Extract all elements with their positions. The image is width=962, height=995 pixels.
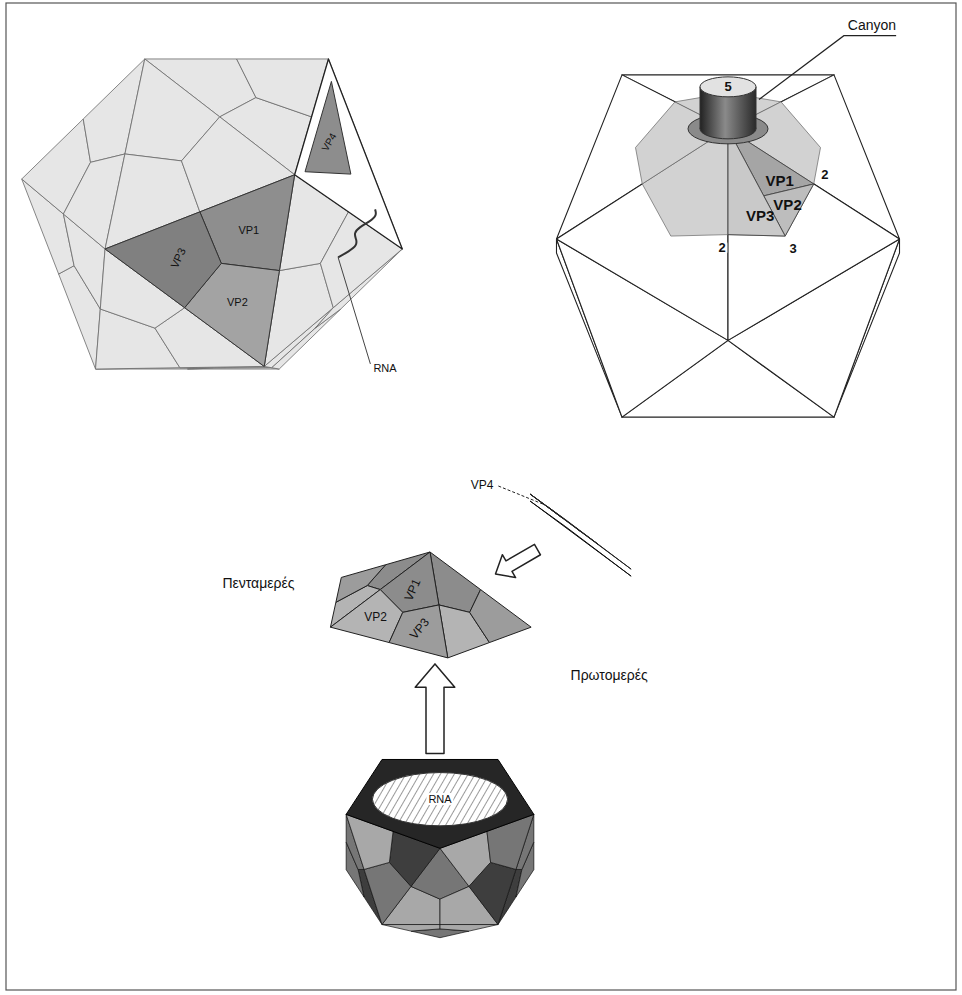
protein-label: VP4 <box>469 479 496 492</box>
vp3-region <box>105 212 221 308</box>
vp3-region <box>389 605 448 658</box>
canyon-label: Canyon <box>848 18 896 33</box>
protein-label: VP2 <box>227 296 248 308</box>
opened-capsid <box>346 759 534 937</box>
cutaway-face <box>295 59 403 249</box>
capsid-panel <box>469 862 516 924</box>
protein-label: VP2 <box>773 197 801 214</box>
cylinder-edge <box>700 87 701 129</box>
rna-label: RNA <box>426 793 453 805</box>
rna-core <box>372 773 507 826</box>
virion-model <box>22 59 403 369</box>
assembly-arrow <box>415 664 455 754</box>
pentamer-label: Πενταμερές <box>222 576 294 591</box>
pentamer-model <box>330 494 631 658</box>
symmetry-axis-number: 2 <box>716 240 727 254</box>
cylinder-top <box>700 77 756 97</box>
leader-line <box>338 257 370 364</box>
vp4-region <box>305 81 351 174</box>
rna-label: RNA <box>373 362 396 374</box>
protein-label: VP1 <box>238 224 259 236</box>
rna-core <box>372 773 507 826</box>
capsid-panel <box>382 925 440 932</box>
symmetry-axis-number: 5 <box>724 80 731 94</box>
protein-label: VP3 <box>168 246 188 270</box>
leader-line <box>498 486 544 505</box>
vp4-region <box>530 494 562 518</box>
protein-label: VP4 <box>320 131 339 153</box>
figure-frame <box>6 3 956 990</box>
protein-label: VP1 <box>765 172 793 189</box>
capsid-opening <box>346 759 534 848</box>
vp2-region <box>330 590 402 643</box>
cylinder-edge <box>756 87 757 129</box>
assembly-arrows <box>415 544 540 753</box>
symmetry-axis-number: 2 <box>819 168 830 182</box>
capsid-panel <box>440 925 498 932</box>
capsid-panel <box>187 368 279 369</box>
protein-label: VP3 <box>407 616 432 642</box>
protomer-label: Πρωτομερές <box>571 668 648 683</box>
symmetry-axis-number: 3 <box>788 242 799 256</box>
icosahedron-model <box>556 75 899 417</box>
protein-label: VP3 <box>746 207 774 224</box>
leader-lines <box>338 36 896 505</box>
protein-label: VP1 <box>402 577 423 603</box>
protein-label: VP2 <box>364 611 387 624</box>
vp3-region <box>575 528 631 570</box>
protomer-thickness <box>530 501 631 576</box>
assembly-arrow <box>495 544 540 577</box>
rna-strand <box>338 209 376 257</box>
vp3-region <box>470 590 531 643</box>
leader-line <box>759 36 896 100</box>
